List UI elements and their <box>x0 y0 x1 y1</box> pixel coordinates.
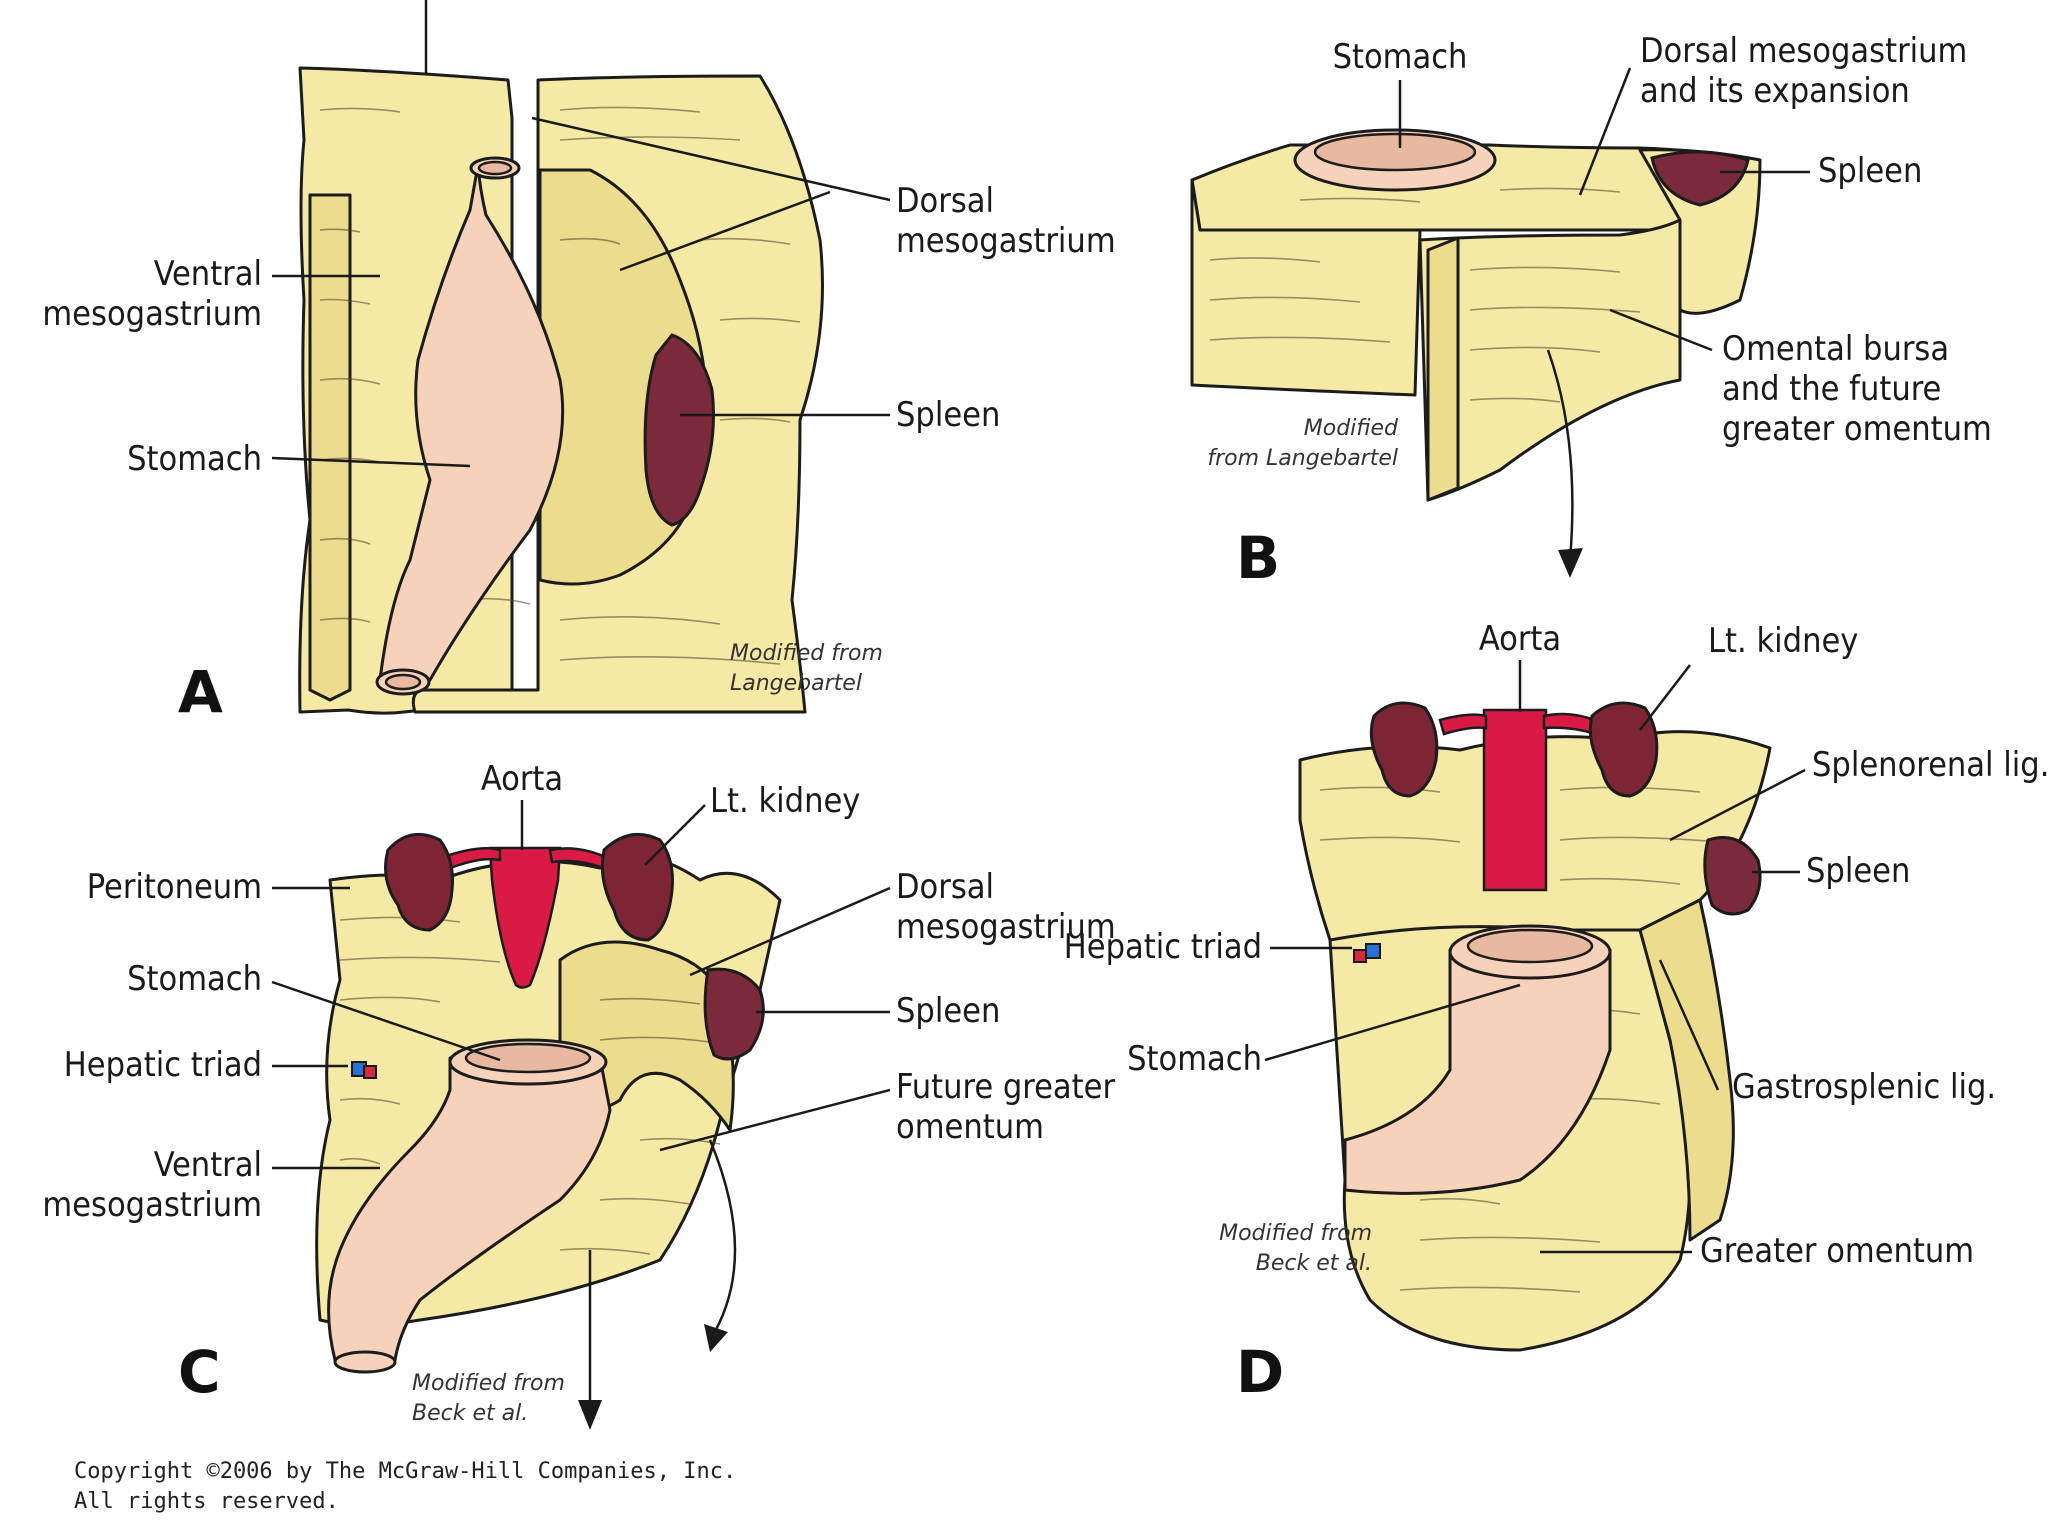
label-a-spleen: Spleen <box>896 395 1000 435</box>
spleen-d <box>1703 836 1762 916</box>
label-c-future-1: Future greater <box>896 1067 1115 1107</box>
label-c-stomach: Stomach <box>127 959 262 999</box>
label-c-peritoneum: Peritoneum <box>87 867 262 907</box>
label-c-dorsal-1: Dorsal <box>896 867 994 907</box>
copyright-line-1: Copyright ©2006 by The McGraw-Hill Compa… <box>74 1459 736 1484</box>
label-d-hepatic: Hepatic triad <box>1064 927 1262 967</box>
label-b-dorsal-1: Dorsal mesogastrium <box>1640 31 1967 71</box>
label-b-omental-2: and the future <box>1722 369 1941 409</box>
label-a-stomach: Stomach <box>127 439 262 479</box>
left-kidney-d-2 <box>1588 701 1659 798</box>
modified-b-1: Modified <box>1304 416 1399 441</box>
panel-b: Stomach Dorsal mesogastrium and its expa… <box>1190 31 1992 592</box>
spleen-c <box>703 967 765 1061</box>
label-d-gastrosplenic: Gastrosplenic lig. <box>1732 1067 1996 1107</box>
ventral-fold <box>308 193 352 702</box>
omental-fold-b <box>1426 236 1460 502</box>
modified-b-2: from Langebartel <box>1207 446 1398 471</box>
modified-d-1: Modified from <box>1219 1221 1372 1246</box>
label-b-omental-1: Omental bursa <box>1722 329 1949 369</box>
spleen-b <box>1650 150 1750 207</box>
label-d-stomach: Stomach <box>1127 1039 1262 1079</box>
left-kidney-d-1 <box>1369 701 1439 798</box>
panel-letter-c: C <box>178 1338 221 1406</box>
label-a-dorsal-1: Dorsal <box>896 181 994 221</box>
hepatic-triad-c-artery <box>363 1065 377 1079</box>
modified-c-1: Modified from <box>412 1371 565 1396</box>
label-d-aorta: Aorta <box>1479 619 1561 659</box>
hepatic-triad-d-vein <box>1365 943 1381 959</box>
label-a-ventral-1: Ventral <box>154 254 262 294</box>
aorta-c <box>488 846 562 989</box>
label-b-dorsal-2: and its expansion <box>1640 71 1910 111</box>
hepatic-triad-d-artery <box>1353 949 1367 963</box>
mesentery-b-left <box>1190 178 1422 397</box>
label-a-ventral-2: mesogastrium <box>42 294 262 334</box>
panel-c: Aorta Lt. kidney Peritoneum Dorsal mesog… <box>42 759 1116 1430</box>
hatching-a <box>319 106 801 665</box>
label-b-omental-3: greater omentum <box>1722 409 1992 449</box>
omental-bursa-b <box>1418 218 1682 502</box>
label-c-hepatic: Hepatic triad <box>64 1045 262 1085</box>
modified-d-2: Beck et al. <box>1256 1251 1372 1276</box>
stomach-c-bottom <box>333 1350 397 1374</box>
label-b-stomach: Stomach <box>1333 37 1468 77</box>
label-c-aorta: Aorta <box>481 759 563 799</box>
label-c-ventral-1: Ventral <box>154 1145 262 1185</box>
label-c-spleen: Spleen <box>896 991 1000 1031</box>
panel-letter-b: B <box>1236 524 1280 592</box>
label-d-greater: Greater omentum <box>1700 1231 1974 1271</box>
modified-c-2: Beck et al. <box>412 1401 528 1426</box>
left-kidney-c-2 <box>600 832 674 942</box>
stomach-c <box>327 1047 612 1362</box>
panel-letter-d: D <box>1236 1338 1284 1406</box>
label-a-dorsal-2: mesogastrium <box>896 221 1116 261</box>
copyright-line-2: All rights reserved. <box>74 1489 339 1514</box>
label-d-kidney: Lt. kidney <box>1708 621 1858 661</box>
modified-a-2: Langebartel <box>730 671 862 696</box>
left-kidney-c-1 <box>384 832 454 932</box>
panel-d: Aorta Lt. kidney Splenorenal lig. Spleen… <box>1064 619 2048 1406</box>
label-c-ventral-2: mesogastrium <box>42 1185 262 1225</box>
label-c-dorsal-2: mesogastrium <box>896 907 1116 947</box>
hatching-c <box>339 916 721 1255</box>
label-d-splenorenal: Splenorenal lig. <box>1812 745 2048 785</box>
gastrosplenic-fold-d <box>1638 898 1735 1242</box>
hatching-d <box>1319 786 1721 1293</box>
label-c-future-2: omentum <box>896 1107 1044 1147</box>
panel-letter-a: A <box>178 658 223 726</box>
label-d-spleen: Spleen <box>1806 851 1910 891</box>
label-c-kidney: Lt. kidney <box>710 781 860 821</box>
modified-a-1: Modified from <box>730 641 883 666</box>
label-b-spleen: Spleen <box>1818 151 1922 191</box>
aorta-d <box>1482 708 1548 892</box>
spleen-a <box>643 333 715 527</box>
hatching-b <box>1209 187 1641 403</box>
panel-a: Ventral mesogastrium Stomach Dorsal meso… <box>42 0 1116 726</box>
